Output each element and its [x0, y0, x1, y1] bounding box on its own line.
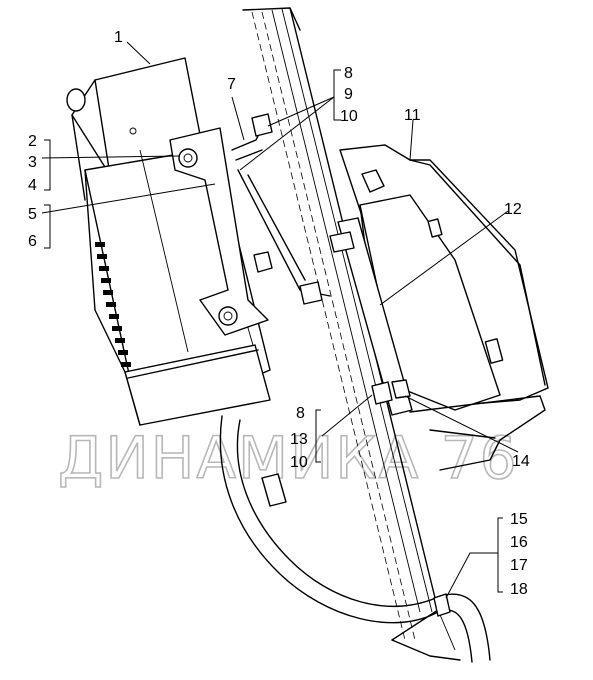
callout-13: 13 [290, 431, 308, 448]
callout-10b: 10 [290, 454, 308, 471]
callout-9: 9 [344, 86, 353, 103]
callout-12: 12 [504, 201, 522, 218]
callout-5: 5 [28, 206, 37, 223]
heater-housing [66, 57, 271, 426]
callout-4: 4 [28, 177, 37, 194]
callout-3: 3 [28, 154, 37, 171]
callout-labels: 1 2 3 4 5 6 7 8 9 10 11 12 8 13 10 14 15… [28, 29, 530, 598]
cooling-fins [95, 242, 131, 367]
callout-18: 18 [510, 581, 528, 598]
callout-14: 14 [512, 453, 530, 470]
leader-lines [41, 41, 519, 599]
callout-15: 15 [510, 511, 528, 528]
callout-2: 2 [28, 133, 37, 150]
callout-1: 1 [114, 29, 123, 46]
callout-16: 16 [510, 534, 528, 551]
callout-8a: 8 [344, 65, 353, 82]
callout-11: 11 [404, 107, 421, 124]
callout-17: 17 [510, 557, 528, 574]
callout-10a: 10 [340, 108, 358, 125]
callout-8b: 8 [296, 405, 305, 422]
callout-6: 6 [28, 233, 37, 250]
watermark: ДИНАМИКА 76 [58, 424, 519, 492]
callout-7: 7 [227, 76, 236, 93]
cable-hose [219, 415, 491, 663]
control-unit [329, 144, 549, 471]
bracket-arms [231, 113, 331, 305]
